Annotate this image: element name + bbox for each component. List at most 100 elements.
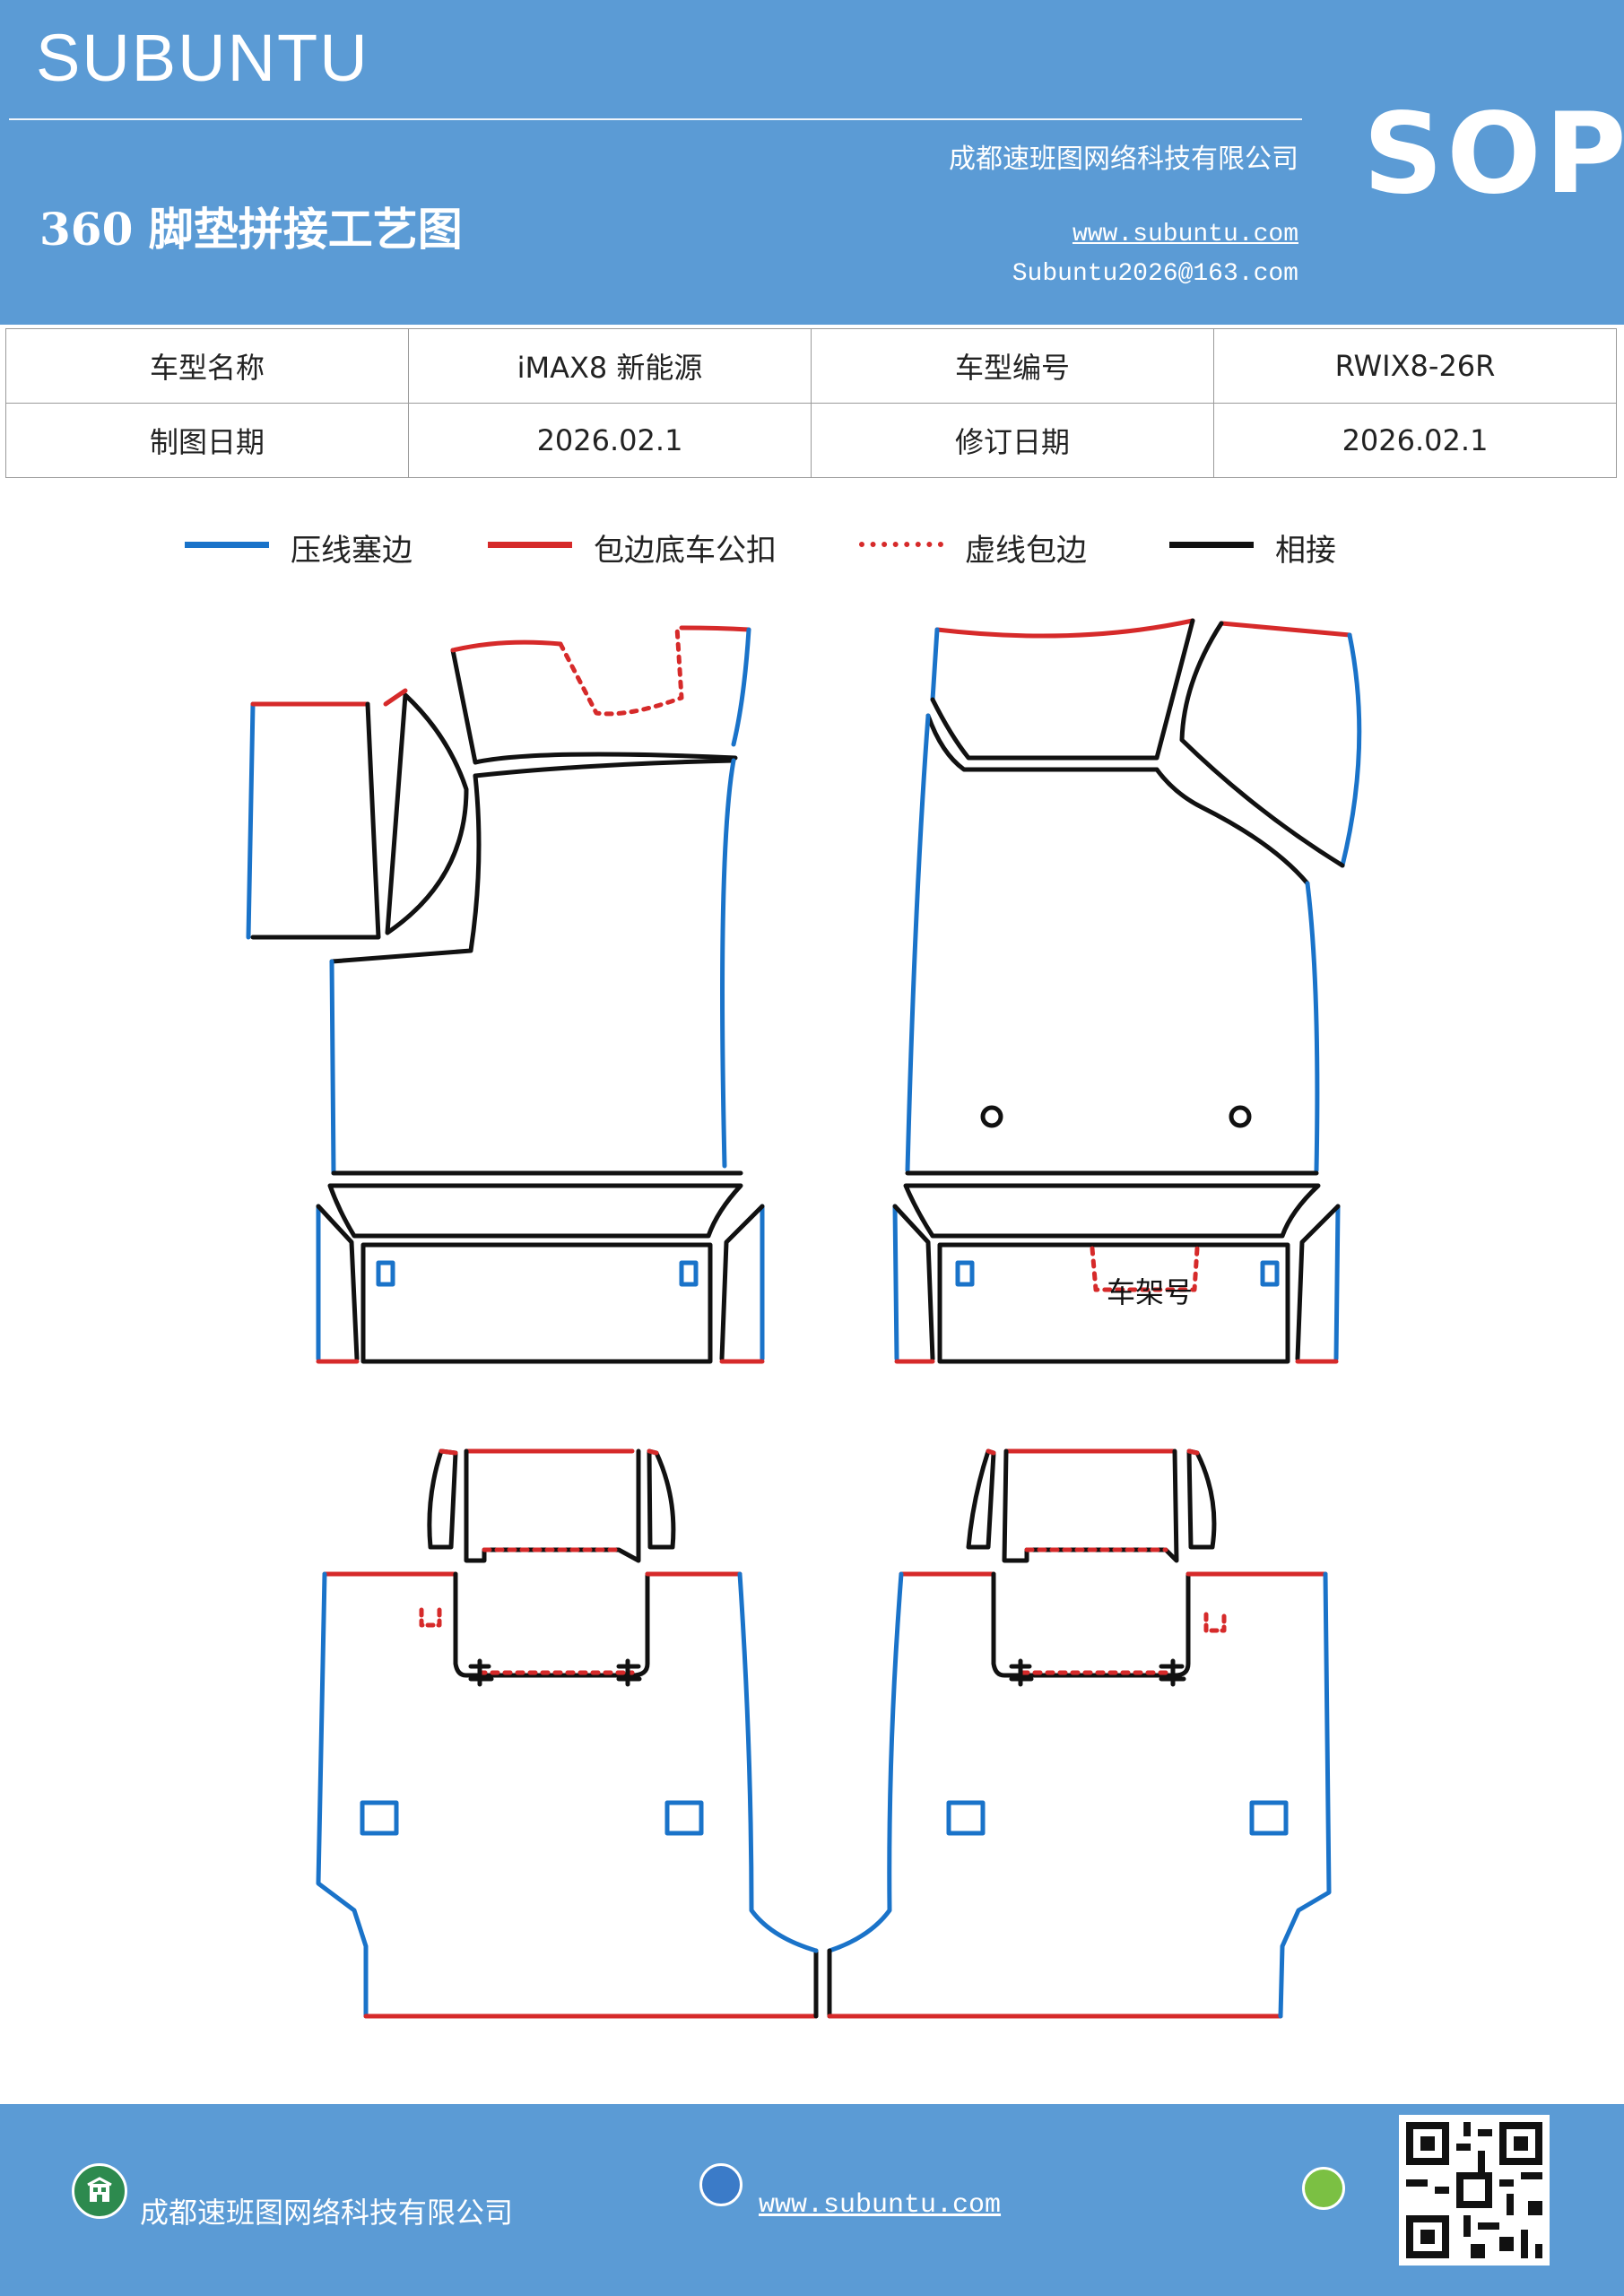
fixing-hole-square <box>679 1260 699 1287</box>
press-line <box>892 1204 899 1361</box>
joint-line <box>1154 767 1310 886</box>
rear-right-mat <box>827 1448 1332 2019</box>
dotted-wrap <box>1090 1246 1200 1292</box>
fixing-hole-square <box>1260 1260 1280 1287</box>
frame-number-label: 车架号 <box>1107 1275 1193 1309</box>
fixing-hole-round <box>1229 1105 1252 1128</box>
wechat-icon <box>1302 2167 1345 2210</box>
wrap-edge <box>450 639 563 653</box>
wrap-edge <box>1186 1448 1200 1456</box>
press-line <box>1278 1571 1332 2019</box>
joint-line <box>1179 621 1345 868</box>
joint-line <box>385 692 469 935</box>
legend-label: 虚线包边 <box>965 533 1087 569</box>
document-title: 360 脚垫拼接工艺图 <box>39 203 463 256</box>
joint-line <box>616 1658 642 1687</box>
joint-line <box>316 1204 360 1361</box>
joint-line <box>450 648 738 765</box>
legend-label: 压线塞边 <box>291 533 413 569</box>
joint-line <box>327 1183 743 1239</box>
dotted-wrap <box>1203 1612 1227 1633</box>
joint-line <box>647 1448 676 1550</box>
joint-line <box>360 1242 713 1364</box>
joint-line <box>719 1204 765 1361</box>
joint-line <box>1295 1204 1341 1361</box>
wrap-edge <box>679 625 751 632</box>
press-line <box>827 1571 904 1953</box>
wrap-edge <box>383 688 408 707</box>
joint-line <box>925 713 1159 772</box>
website-link[interactable]: www.subuntu.com <box>1072 221 1298 248</box>
dotted-wrap <box>419 1607 442 1628</box>
legend-swatch <box>488 542 572 548</box>
joint-line <box>1186 1448 1217 1550</box>
floor-mat-drawing: 车架号 <box>246 618 1362 2019</box>
draw-date-label: 制图日期 <box>5 403 409 478</box>
company-name: 成都速班图网络科技有限公司 <box>949 144 1298 175</box>
joint-line <box>453 1571 650 1678</box>
fixing-hole-square <box>1249 1800 1289 1836</box>
legend-label: 相接 <box>1275 533 1336 569</box>
legend-swatch <box>1169 542 1254 548</box>
wrap-edge <box>439 1448 458 1456</box>
fixing-hole-square <box>376 1260 395 1287</box>
press-line <box>316 1571 369 2019</box>
press-line <box>731 627 751 747</box>
building-icon <box>72 2163 127 2219</box>
header-divider <box>9 118 1302 120</box>
building-icon-glyph <box>87 2177 112 2202</box>
table-row: 车型名称 iMAX8 新能源 车型编号 RWIX8-26R <box>5 328 1617 404</box>
fixing-hole-square <box>360 1800 399 1836</box>
joint-line <box>329 773 482 964</box>
fixing-hole-square <box>946 1800 986 1836</box>
wrap-edge <box>934 618 1195 639</box>
qr-code-pattern <box>1406 2122 1542 2258</box>
joint-line <box>464 1448 641 1563</box>
joint-line <box>937 1242 1290 1364</box>
dotted-wrap <box>558 625 684 717</box>
legend-swatch <box>185 542 269 548</box>
legend: 压线塞边 包边底车公扣 虚线包边 相接 <box>0 524 1624 578</box>
joint-line <box>966 1448 996 1550</box>
table-row: 制图日期 2026.02.1 修订日期 2026.02.1 <box>5 403 1617 478</box>
press-line <box>905 713 931 1173</box>
vehicle-info-table: 车型名称 iMAX8 新能源 车型编号 RWIX8-26R 制图日期 2026.… <box>5 328 1617 478</box>
joint-line <box>930 618 1195 761</box>
legend-label: 包边底车公扣 <box>594 533 777 569</box>
model-name-value: iMAX8 新能源 <box>408 328 812 404</box>
joint-line <box>427 1448 458 1550</box>
joint-line <box>468 1658 494 1687</box>
fixing-hole-round <box>980 1105 1003 1128</box>
legend-swatch <box>859 542 943 547</box>
press-line <box>1305 881 1320 1173</box>
joint-line <box>1002 1448 1179 1563</box>
fixing-hole-square <box>664 1800 704 1836</box>
press-line <box>246 701 256 940</box>
wrap-edge <box>1219 621 1352 638</box>
header-banner: SUBUNTU 成都速班图网络科技有限公司 360 脚垫拼接工艺图 www.su… <box>0 0 1624 325</box>
qr-code <box>1399 2115 1550 2266</box>
passenger-mat <box>892 618 1362 1364</box>
press-line <box>737 1571 819 1953</box>
driver-mat <box>246 625 765 1364</box>
draw-date-value: 2026.02.1 <box>408 403 812 478</box>
joint-line <box>1159 1658 1186 1687</box>
joint-line <box>903 1183 1321 1239</box>
joint-line <box>991 1571 1191 1678</box>
wrap-edge <box>986 1448 996 1456</box>
rear-left-mat <box>316 1448 819 2019</box>
model-code-label: 车型编号 <box>811 328 1214 404</box>
brand-name: SUBUNTU <box>36 21 369 95</box>
email-address: Subuntu2026@163.com <box>1012 260 1298 288</box>
joint-line <box>892 1204 935 1361</box>
footer-website-link[interactable]: www.subuntu.com <box>759 2190 1002 2221</box>
joint-line <box>473 758 736 778</box>
revision-date-value: 2026.02.1 <box>1213 403 1617 478</box>
footer-company-name: 成都速班图网络科技有限公司 <box>140 2196 514 2230</box>
model-name-label: 车型名称 <box>5 328 409 404</box>
revision-date-label: 修订日期 <box>811 403 1214 478</box>
model-code-value: RWIX8-26R <box>1213 328 1617 404</box>
globe-icon <box>699 2163 743 2206</box>
press-line <box>930 627 940 702</box>
joint-line <box>250 701 381 940</box>
